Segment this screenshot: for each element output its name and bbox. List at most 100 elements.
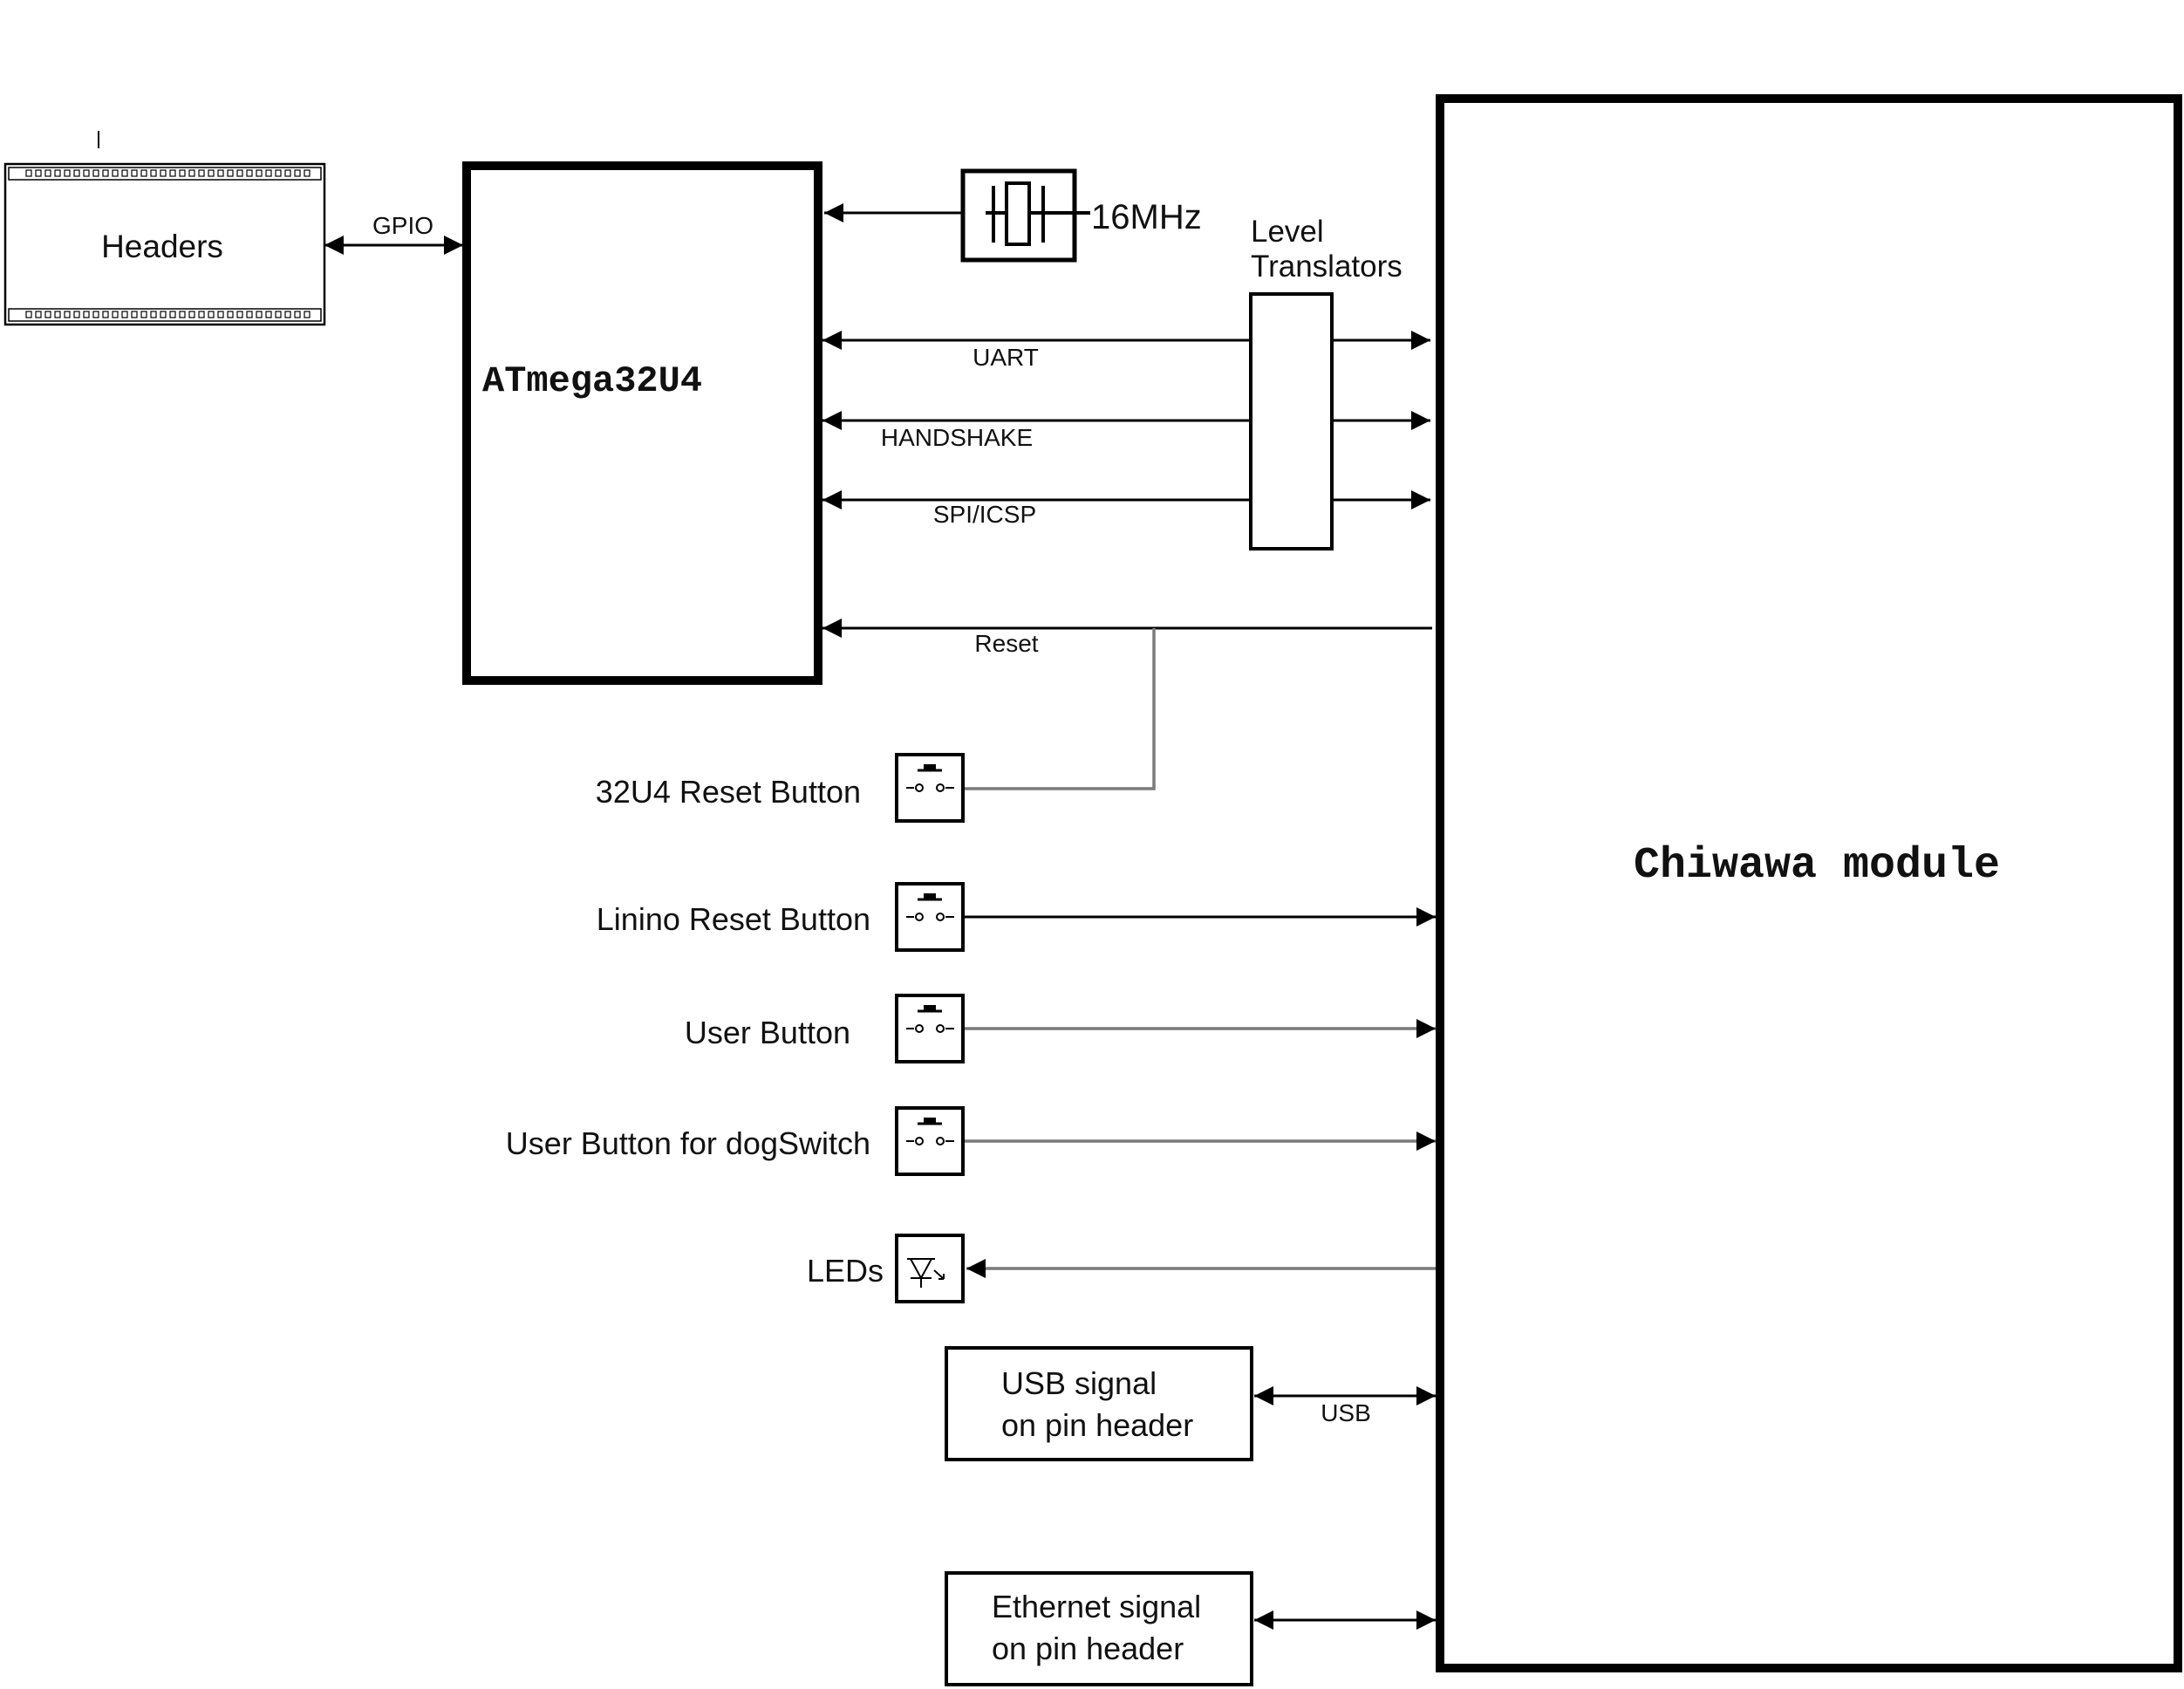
header-pin xyxy=(64,311,71,318)
crystal-symbol xyxy=(824,168,1090,263)
reset-32u4-button-label: 32U4 Reset Button xyxy=(596,774,861,810)
uart-label: UART xyxy=(973,344,1039,371)
header-pin xyxy=(236,311,243,318)
header-pin xyxy=(188,311,195,318)
header-pin xyxy=(64,169,71,177)
header-pin xyxy=(284,169,291,177)
led-icon xyxy=(907,1258,945,1288)
header-pin xyxy=(25,311,32,318)
header-pin xyxy=(92,169,99,177)
header-pin xyxy=(265,311,272,318)
header-pin xyxy=(265,169,272,177)
reset-button-wire xyxy=(965,628,1156,790)
header-pin xyxy=(160,169,167,177)
header-pin xyxy=(169,169,176,177)
linino-reset-button xyxy=(895,882,965,952)
header-pins-top xyxy=(25,169,311,177)
header-pin xyxy=(304,311,311,318)
header-pin xyxy=(102,169,109,177)
gpio-label: GPIO xyxy=(372,212,433,239)
header-pin xyxy=(83,311,90,318)
header-pin xyxy=(275,169,282,177)
header-pin xyxy=(44,311,51,318)
header-pin xyxy=(236,169,243,177)
header-pin xyxy=(294,169,301,177)
chiwawa-module-label: Chiwawa module xyxy=(1634,841,2000,891)
reset-label: Reset xyxy=(974,630,1038,657)
mcu-block: ATmega32U4 xyxy=(462,161,822,685)
header-pin xyxy=(256,311,263,318)
level-translators-label-2: Translators xyxy=(1251,250,1403,284)
header-pin xyxy=(102,311,109,318)
header-pin xyxy=(92,311,99,318)
usb-box-label-1: USB signal xyxy=(1001,1365,1157,1401)
header-pin xyxy=(150,311,157,318)
header-pin xyxy=(208,169,215,177)
header-pin xyxy=(112,169,119,177)
header-pin xyxy=(198,169,205,177)
leds-label: LEDs xyxy=(807,1253,884,1289)
eth-box-label-2: on pin header xyxy=(992,1631,1184,1666)
header-pin xyxy=(227,169,234,177)
push-button-icon xyxy=(906,764,954,792)
dogswitch-button-label: User Button for dogSwitch xyxy=(506,1125,870,1161)
header-pin xyxy=(83,169,90,177)
header-pin xyxy=(121,311,128,318)
header-pin xyxy=(73,311,80,318)
headers-label: Headers xyxy=(101,229,223,264)
push-button-icon xyxy=(906,893,954,921)
user-button xyxy=(895,994,965,1063)
header-pin xyxy=(179,169,186,177)
usb-pin-header-block: USB signal on pin header xyxy=(945,1346,1253,1461)
usb-label: USB xyxy=(1321,1399,1371,1426)
header-pin xyxy=(54,169,61,177)
header-pin xyxy=(246,169,253,177)
header-pin xyxy=(140,169,147,177)
leds-block xyxy=(895,1234,965,1303)
header-pin xyxy=(217,311,224,318)
linino-reset-button-label: Linino Reset Button xyxy=(597,901,870,937)
level-translators-block xyxy=(1249,292,1334,550)
header-pin xyxy=(35,169,42,177)
header-pin xyxy=(131,169,138,177)
level-translators-label-1: Level xyxy=(1251,215,1324,249)
header-pin xyxy=(121,169,128,177)
user-button-label: User Button xyxy=(685,1015,850,1050)
header-pin xyxy=(140,311,147,318)
header-pin xyxy=(208,311,215,318)
header-pin xyxy=(275,311,282,318)
header-pin xyxy=(304,169,311,177)
header-pin xyxy=(284,311,291,318)
header-pin xyxy=(160,311,167,318)
header-pin xyxy=(131,311,138,318)
header-pin xyxy=(44,169,51,177)
reset-32u4-button xyxy=(895,753,965,823)
header-pin xyxy=(150,169,157,177)
header-pin xyxy=(169,311,176,318)
header-pin xyxy=(188,169,195,177)
push-button-icon xyxy=(906,1005,954,1033)
header-pin xyxy=(227,311,234,318)
dogswitch-button xyxy=(895,1106,965,1176)
spi-icsp-label: SPI/ICSP xyxy=(933,501,1036,528)
header-pin xyxy=(256,169,263,177)
header-pin xyxy=(198,311,205,318)
chiwawa-module-block: Chiwawa module xyxy=(1436,94,2182,1672)
header-pin xyxy=(25,169,32,177)
header-pin xyxy=(112,311,119,318)
ethernet-pin-header-block: Ethernet signal on pin header xyxy=(945,1571,1253,1686)
header-pin xyxy=(54,311,61,318)
header-pin xyxy=(35,311,42,318)
header-pins-bottom xyxy=(25,311,311,318)
push-button-icon xyxy=(906,1118,954,1145)
crystal-frequency-label: 16MHz xyxy=(1091,198,1202,236)
handshake-label: HANDSHAKE xyxy=(881,424,1033,451)
header-pin xyxy=(217,169,224,177)
header-pin xyxy=(246,311,253,318)
usb-box-label-2: on pin header xyxy=(1001,1407,1193,1443)
header-pin xyxy=(73,169,80,177)
mcu-label: ATmega32U4 xyxy=(482,360,702,402)
header-pin xyxy=(294,311,301,318)
headers-block: Headers xyxy=(3,162,326,326)
